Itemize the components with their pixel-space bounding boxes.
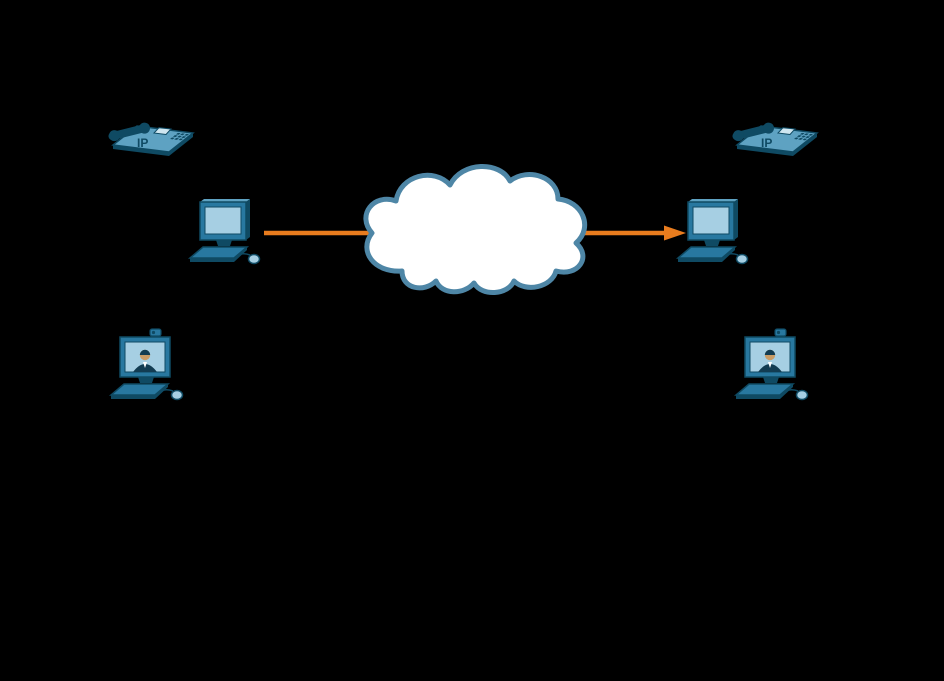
ip-phone-right: IP [727, 102, 823, 158]
desktop-computer-icon [187, 199, 261, 265]
video-conference-computer-icon [108, 328, 184, 401]
video-conference-computer-icon [733, 328, 809, 401]
webcam-icon [774, 328, 787, 337]
phone-handset [732, 122, 775, 142]
webcam-icon [149, 328, 162, 337]
ip-phone-left: IP [103, 102, 199, 158]
person-on-screen [758, 349, 782, 372]
desktop-computer-icon [675, 199, 749, 265]
monitor-screen [204, 206, 242, 235]
ip-label: IP [137, 136, 148, 150]
mouse [247, 253, 261, 265]
ip-phone-icon: IP [108, 122, 195, 156]
monitor-screen [692, 206, 730, 235]
phone-display [776, 127, 797, 136]
ip-phone-icon: IP [732, 122, 819, 156]
phone-handset [108, 122, 151, 142]
ip-label: IP [761, 136, 772, 150]
phone-keypad [170, 132, 190, 141]
mouse [170, 389, 184, 401]
mouse [735, 253, 749, 265]
phone-keypad [794, 132, 814, 141]
network-cloud [350, 153, 600, 313]
desktop-computer-right [672, 198, 756, 272]
video-pc-left [106, 328, 198, 406]
video-pc-right [731, 328, 823, 406]
phone-display [152, 127, 173, 136]
mouse [795, 389, 809, 401]
person-on-screen [133, 349, 157, 372]
desktop-computer-left [184, 198, 268, 272]
cloud-icon [363, 164, 588, 295]
